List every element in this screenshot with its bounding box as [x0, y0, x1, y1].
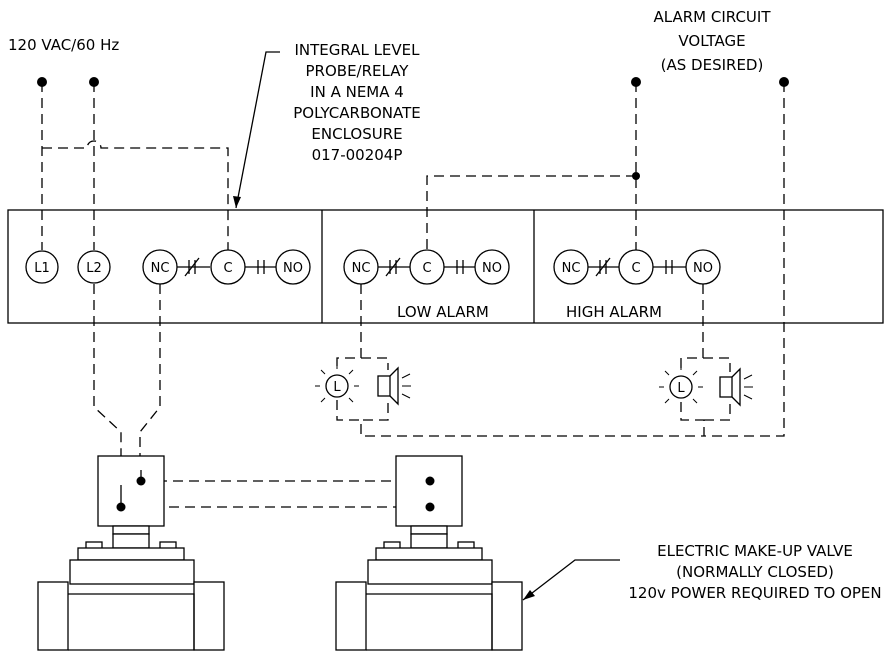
solenoid-coil	[97, 455, 165, 527]
valve-note-line: ELECTRIC MAKE-UP VALVE	[657, 542, 853, 560]
make-up-valve-1	[37, 455, 225, 651]
low-alarm-light-icon: L	[315, 364, 359, 408]
make-up-valve-2	[335, 455, 523, 651]
terminal-l1	[25, 250, 59, 284]
alarm-voltage-note: ALARM CIRCUIT VOLTAGE (AS DESIRED)	[654, 8, 772, 74]
nc-to-valve-wire	[139, 284, 161, 456]
relay-enclosure	[7, 209, 884, 324]
high-alarm-terminal-c	[618, 249, 654, 285]
alarm-note-line: VOLTAGE	[678, 32, 745, 50]
terminal-c-label: C	[223, 261, 232, 276]
probe-leader-line	[235, 51, 280, 209]
l1-to-common-jumper	[42, 140, 229, 250]
high-alarm-device-wire	[680, 284, 731, 372]
main-relay-terminals	[177, 257, 276, 277]
alarm-note-line: (AS DESIRED)	[661, 56, 764, 74]
terminal-nc-label: NC	[562, 261, 581, 276]
terminal-c-label: C	[422, 261, 431, 276]
valve-note-line: 120v POWER REQUIRED TO OPEN	[628, 584, 881, 602]
high-alarm-horn-icon	[719, 367, 753, 407]
low-alarm-label: LOW ALARM	[397, 303, 489, 321]
alarm-note-line: ALARM CIRCUIT	[654, 8, 772, 26]
terminal-c-label: C	[631, 261, 640, 276]
alarm-return-wire	[704, 82, 785, 437]
terminal-l2	[77, 250, 111, 284]
terminal-no-label: NO	[693, 261, 713, 276]
terminal-l2-label: L2	[86, 261, 102, 276]
high-alarm-terminals	[588, 257, 686, 277]
probe-relay-note: INTEGRAL LEVEL PROBE/RELAY IN A NEMA 4 P…	[293, 41, 421, 164]
terminal-c	[210, 249, 246, 285]
probe-note-line: 017-00204P	[312, 146, 403, 164]
terminal-no-label: NO	[283, 261, 303, 276]
high-alarm-label: HIGH ALARM	[566, 303, 662, 321]
terminal-nc-label: NC	[352, 261, 371, 276]
low-alarm-terminals	[378, 257, 475, 277]
probe-note-line: POLYCARBONATE	[293, 104, 421, 122]
probe-note-line: PROBE/RELAY	[306, 62, 410, 80]
valve-leader-line	[522, 559, 620, 601]
probe-note-line: IN A NEMA 4	[310, 83, 404, 101]
light-symbol-label: L	[677, 381, 685, 396]
solenoid-coil	[395, 455, 463, 527]
probe-note-line: INTEGRAL LEVEL	[294, 41, 420, 59]
valve-note: ELECTRIC MAKE-UP VALVE (NORMALLY CLOSED)…	[628, 542, 881, 602]
low-alarm-terminal-no	[474, 249, 510, 285]
terminal-no	[275, 249, 311, 285]
high-alarm-light-icon: L	[659, 365, 703, 409]
high-alarm-terminal-nc	[553, 249, 589, 285]
valve-leader-arrow	[523, 590, 535, 600]
low-alarm-device-wire	[336, 284, 389, 370]
low-alarm-common-wire	[426, 175, 636, 250]
power-supply-label: 120 VAC/60 Hz	[8, 36, 119, 54]
light-symbol-label: L	[333, 380, 341, 395]
terminal-l1-label: L1	[34, 261, 50, 276]
high-alarm-device-return	[680, 402, 731, 436]
low-alarm-device-return	[336, 400, 704, 437]
valve-note-line: (NORMALLY CLOSED)	[676, 563, 834, 581]
probe-leader-arrow	[233, 196, 241, 208]
low-alarm-terminal-c	[409, 249, 445, 285]
terminal-no-label: NO	[482, 261, 502, 276]
low-alarm-horn-icon	[377, 366, 411, 406]
terminal-nc-label: NC	[151, 261, 170, 276]
probe-note-line: ENCLOSURE	[311, 125, 402, 143]
l2-to-valve-wire	[93, 284, 122, 456]
